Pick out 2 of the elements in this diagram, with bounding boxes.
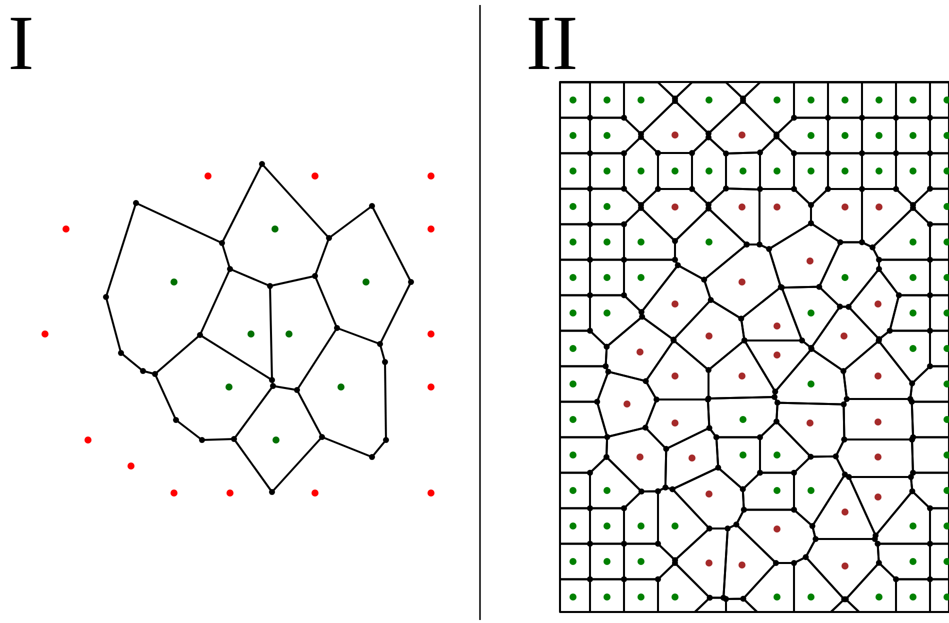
panel-label: I	[8, 4, 34, 82]
panel-label: II	[526, 4, 578, 82]
